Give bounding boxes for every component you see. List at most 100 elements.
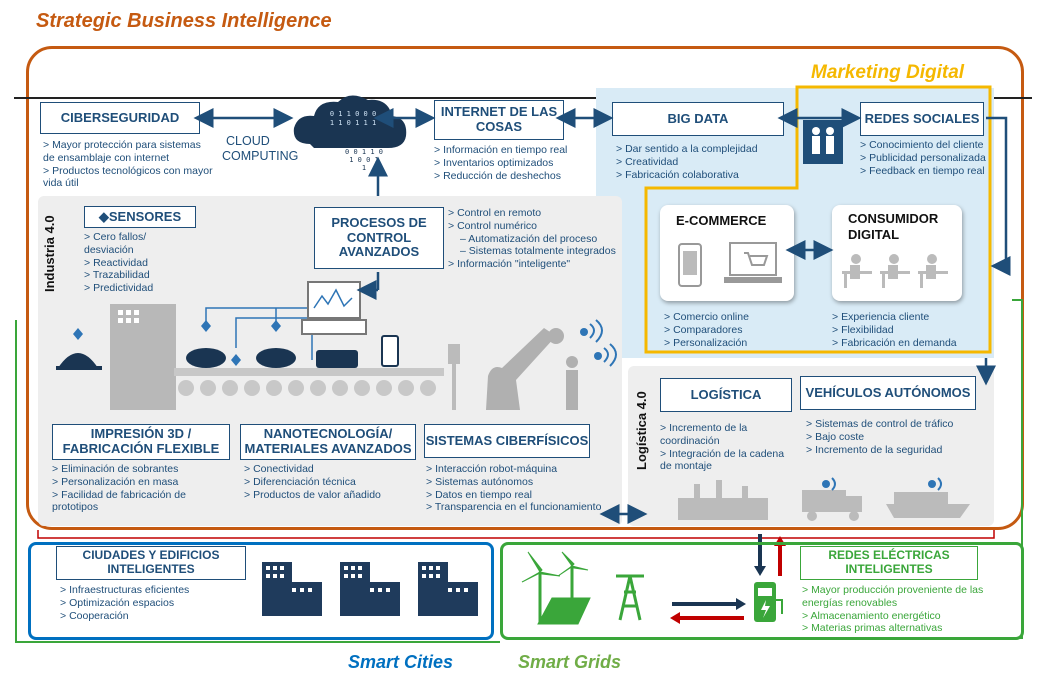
- nano-box: NANOTECNOLOGÍA/ MATERIALES AVANZADOS: [240, 424, 416, 460]
- logistica-list: Incremento de la coordinación Integració…: [660, 422, 792, 473]
- redes-electricas-item: Materias primas alternativas: [802, 622, 1006, 635]
- sensores-item: Trazabilidad: [84, 269, 194, 282]
- procesos-list: Control en remoto Control numérico Autom…: [448, 207, 620, 271]
- ecommerce-item: Comercio online: [664, 311, 794, 324]
- ev-charger-icon: [754, 582, 783, 622]
- consumidor-list: Experiencia cliente Flexibilidad Fabrica…: [832, 311, 972, 349]
- ciudades-list: Infraestructuras eficientes Optimización…: [60, 584, 240, 622]
- procesos-subitem: Automatización del proceso: [448, 233, 620, 246]
- sensores-item: Reactividad: [84, 257, 194, 270]
- impresion-item: Facilidad de fabricación de prototipos: [52, 489, 232, 515]
- smart-grids-frame: [500, 542, 1024, 640]
- ecommerce-item: Comparadores: [664, 324, 794, 337]
- logistica-item: Incremento de la coordinación: [660, 422, 792, 448]
- redes-sociales-item: Publicidad personalizada: [860, 152, 990, 165]
- procesos-item: Control en remoto: [448, 207, 620, 220]
- ciberseguridad-item: Mayor protección para sistemas de ensamb…: [43, 139, 213, 165]
- iot-list: Información en tiempo real Inventarios o…: [434, 144, 584, 182]
- ciberseguridad-box: CIBERSEGURIDAD: [40, 102, 200, 134]
- laptop-icon: [724, 242, 782, 283]
- sensores-list: Cero fallos/ desviación Reactividad Traz…: [84, 231, 194, 295]
- strategic-bi-title: Strategic Business Intelligence: [36, 10, 332, 32]
- procesos-title: PROCESOS DE: [331, 214, 427, 230]
- redes-sociales-list: Conocimiento del cliente Publicidad pers…: [860, 139, 990, 177]
- impresion-box: IMPRESIÓN 3D / FABRICACIÓN FLEXIBLE: [52, 424, 230, 460]
- nano-title: MATERIALES AVANZADOS: [244, 441, 412, 456]
- procesos-item: Control numérico: [448, 220, 620, 233]
- impresion-item: Eliminación de sobrantes: [52, 463, 232, 476]
- logistica-item: Integración de la cadena de montaje: [660, 448, 792, 474]
- redes-electricas-item: Mayor producción proveniente de las ener…: [802, 584, 1006, 610]
- nano-list: Conectividad Diferenciación técnica Prod…: [244, 463, 414, 501]
- redes-electricas-list: Mayor producción proveniente de las ener…: [802, 584, 1006, 635]
- renewables-icon: [521, 551, 644, 625]
- vehiculos-item: Incremento de la seguridad: [806, 444, 986, 457]
- binary-row: 0 1 1 0 0 0: [329, 110, 377, 118]
- consumers-icon: [842, 254, 948, 288]
- consumidor-title-line: CONSUMIDOR: [848, 211, 939, 226]
- impresion-item: Personalización en masa: [52, 476, 232, 489]
- ciberfisicos-box: SISTEMAS CIBERFÍSICOS: [424, 424, 590, 458]
- consumidor-item: Experiencia cliente: [832, 311, 972, 324]
- ciberfisicos-list: Interacción robot-máquina Sistemas autón…: [426, 463, 616, 514]
- redes-sociales-box: REDES SOCIALES: [860, 102, 984, 136]
- consumidor-card: CONSUMIDOR DIGITAL: [832, 205, 962, 301]
- ciudades-box: CIUDADES Y EDIFICIOS INTELIGENTES: [56, 546, 246, 580]
- redes-sociales-item: Feedback en tiempo real: [860, 165, 990, 178]
- smart-grids-title: Smart Grids: [518, 652, 622, 672]
- nano-title: NANOTECNOLOGÍA/: [263, 426, 393, 442]
- cloud-label-line: COMPUTING: [222, 149, 299, 163]
- impresion-title: IMPRESIÓN 3D /: [90, 426, 192, 442]
- ecommerce-card: E-COMMERCE: [660, 205, 794, 301]
- redes-electricas-title: INTELIGENTES: [845, 562, 933, 576]
- impresion-list: Eliminación de sobrantes Personalización…: [52, 463, 232, 514]
- redes-electricas-box: REDES ELÉCTRICAS INTELIGENTES: [800, 546, 978, 580]
- ecommerce-list: Comercio online Comparadores Personaliza…: [664, 311, 794, 349]
- procesos-item: Información "inteligente": [448, 258, 620, 271]
- logistica-box: LOGÍSTICA: [660, 378, 792, 412]
- ecommerce-item: Personalización: [664, 337, 794, 350]
- ciudades-item: Cooperación: [60, 610, 240, 623]
- iot-item: Reducción de deshechos: [434, 170, 584, 183]
- ciudades-item: Infraestructuras eficientes: [60, 584, 240, 597]
- big-data-list: Dar sentido a la complejidad Creatividad…: [616, 143, 796, 181]
- redes-electricas-item: Almacenamiento energético: [802, 610, 1006, 623]
- buildings-icon: [262, 562, 478, 616]
- smart-cities-frame: [28, 542, 494, 640]
- big-data-item: Creatividad: [616, 156, 796, 169]
- cloud-binary-lower: 0 0 1 1 0 1 0 0 1 1: [342, 148, 386, 172]
- iot-title: COSAS: [475, 119, 523, 134]
- nano-item: Conectividad: [244, 463, 414, 476]
- binary-row: 1 1 0 1 1 1: [329, 119, 377, 127]
- consumidor-item: Fabricación en demanda: [832, 337, 972, 350]
- big-data-item: Dar sentido a la complejidad: [616, 143, 796, 156]
- ciberseguridad-list: Mayor protección para sistemas de ensamb…: [43, 139, 213, 190]
- consumidor-title: CONSUMIDOR DIGITAL: [848, 211, 938, 244]
- binary-row: 0 0 1 1 0: [345, 148, 383, 156]
- procesos-title: AVANZADOS: [338, 244, 420, 260]
- nano-item: Diferenciación técnica: [244, 476, 414, 489]
- sensores-item: Predictividad: [84, 282, 194, 295]
- ciudades-item: Optimización espacios: [60, 597, 240, 610]
- vehiculos-box: VEHÍCULOS AUTÓNOMOS: [800, 376, 976, 410]
- top-divider-line: [14, 97, 1032, 99]
- binary-row: 1 0 0 1: [349, 156, 379, 164]
- procesos-subitem: Sistemas totalmente integrados: [448, 245, 620, 258]
- ciberfisicos-item: Transparencia en el funcionamiento: [426, 501, 616, 514]
- marketing-digital-title: Marketing Digital: [811, 62, 965, 83]
- ciberfisicos-item: Datos en tiempo real: [426, 489, 616, 502]
- factory-line-illustration: [56, 281, 617, 410]
- nano-item: Productos de valor añadido: [244, 489, 414, 502]
- procesos-title: CONTROL: [346, 229, 412, 245]
- redes-electricas-title: REDES ELÉCTRICAS: [828, 548, 950, 563]
- iot-title: INTERNET DE LAS: [440, 104, 558, 120]
- cloud-label-line: CLOUD: [226, 134, 270, 148]
- vehiculos-item: Bajo coste: [806, 431, 986, 444]
- sensores-item: Cero fallos/ desviación: [84, 231, 194, 257]
- vehiculos-list: Sistemas de control de tráfico Bajo cost…: [806, 418, 986, 456]
- consumidor-title-line: DIGITAL: [848, 227, 900, 243]
- vehiculos-item: Sistemas de control de tráfico: [806, 418, 986, 431]
- redes-sociales-item: Conocimiento del cliente: [860, 139, 990, 152]
